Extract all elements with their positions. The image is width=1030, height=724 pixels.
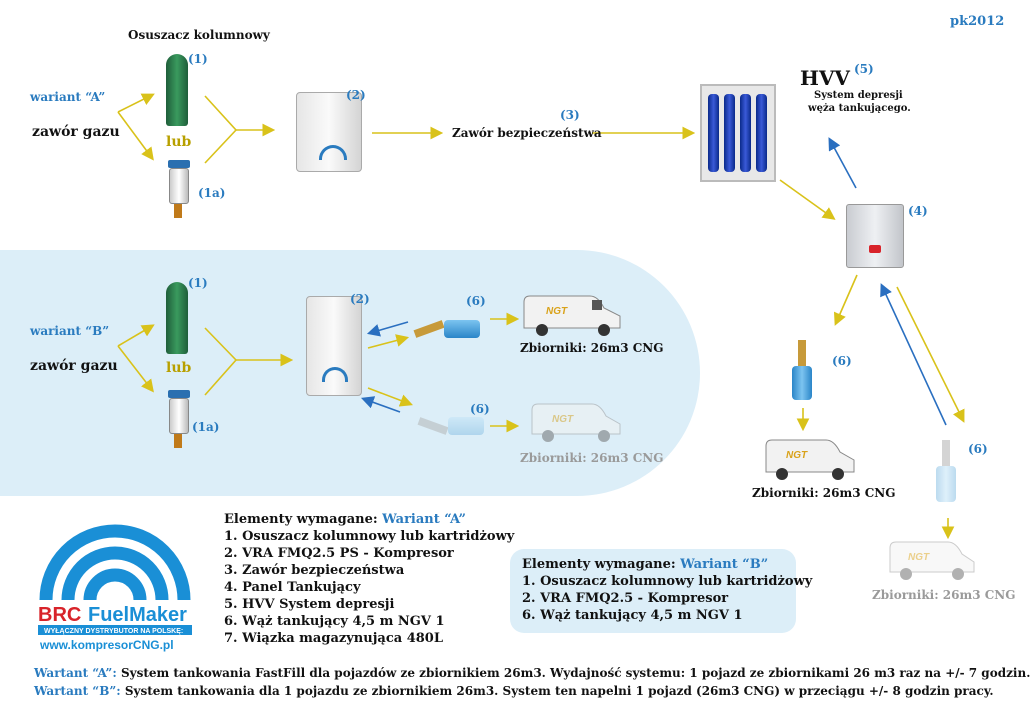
- variant-b-label: wariant “B”: [30, 324, 110, 338]
- variant-a-label: wariant “A”: [30, 90, 106, 104]
- arrow-b-to-dryer: [117, 324, 155, 347]
- list-a-item: 5. HVV System depresji: [224, 597, 395, 612]
- list-a-item: 4. Panel Tankujący: [224, 580, 361, 595]
- arrow-panel-to-hvv: [828, 137, 857, 189]
- footer-variant-b: Wartant “B”: System tankowania dla 1 poj…: [34, 684, 994, 698]
- gas-valve-a-label: zawór gazu: [32, 124, 120, 140]
- van-r1-icon: NGT: [765, 439, 855, 480]
- hose-b2-number: (6): [470, 402, 490, 416]
- page-tag: pk2012: [950, 14, 1005, 29]
- footer-a-label: Wartant “A”:: [34, 666, 117, 680]
- cartridge-b-valve-icon: [174, 434, 182, 448]
- hose-r1-icon: [790, 340, 814, 404]
- tank-r2-label: Zbiorniki: 26m3 CNG: [872, 588, 1016, 602]
- compressor-a-number: (2): [346, 88, 366, 102]
- panel-number: (4): [908, 204, 928, 218]
- brc-fuelmaker-logo: BRC FuelMaker WYŁĄCZNY DYSTRYBUTOR NA PO…: [38, 524, 192, 652]
- variant-b-list-box: [510, 549, 796, 633]
- or-b-label: lub: [166, 360, 192, 376]
- hose-b2-icon: [417, 415, 494, 437]
- list-a-title: Elementy wymagane:: [224, 512, 383, 527]
- van-b2-logo: NGT: [552, 414, 574, 425]
- list-b-item: 1. Osuszacz kolumnowy lub kartridżowy: [522, 574, 813, 589]
- hvv-desc-1: System depresji: [814, 90, 903, 101]
- or-a-label: lub: [166, 134, 192, 150]
- arrow-b-comp-to-hose2: [367, 387, 413, 407]
- van-r2-logo: NGT: [908, 552, 930, 563]
- list-a-item: 3. Zawór bezpieczeństwa: [224, 563, 405, 578]
- arrow-b-merge: [204, 327, 238, 396]
- footer-b-text: System tankowania dla 1 pojazdu ze zbior…: [120, 684, 994, 698]
- dryer-title: Osuszacz kolumnowy: [128, 28, 270, 42]
- logo-url: www.kompresorCNG.pl: [39, 638, 174, 652]
- van-b2-icon: NGT: [531, 403, 621, 442]
- arrow-panel-to-hose2: [896, 286, 965, 423]
- required-list-a: Elementy wymagane: Wariant “A” 1. Osusza…: [224, 511, 514, 647]
- dryer-a-number: (1): [188, 52, 208, 66]
- footer-variant-a: Wartant “A”: System tankowania FastFill …: [34, 666, 1030, 680]
- required-list-b: Elementy wymagane: Wariant “B” 1. Osusza…: [522, 556, 812, 624]
- arrow-return-to-panel: [880, 283, 947, 426]
- tank-r1-label: Zbiorniki: 26m3 CNG: [752, 486, 896, 500]
- cartridge-b-cap-icon: [168, 390, 190, 398]
- logo-brand-1: BRC: [38, 604, 81, 626]
- list-b-item: 6. Wąż tankujący 4,5 m NGV 1: [522, 608, 743, 623]
- logo-tagline: WYŁĄCZNY DYSTRYBUTOR NA POLSKĘ:: [44, 628, 183, 635]
- footer-b-label: Wartant “B”:: [34, 684, 121, 698]
- cartridge-a-cap-icon: [168, 160, 190, 168]
- cartridge-b-number: (1a): [192, 420, 220, 434]
- dryer-b-number: (1): [188, 276, 208, 290]
- footer-a-text: System tankowania FastFill dla pojazdów …: [116, 666, 1030, 680]
- cartridge-dryer-b-icon: [169, 398, 189, 434]
- hvv-desc-2: węża tankującego.: [808, 103, 911, 114]
- hose-r2-number: (6): [968, 442, 988, 456]
- hose-b1-icon: [413, 318, 490, 340]
- compressor-b-icon: [306, 296, 362, 396]
- tank-b2-label: Zbiorniki: 26m3 CNG: [520, 451, 664, 465]
- list-b-title: Elementy wymagane:: [522, 557, 681, 572]
- van-b1-icon: NGT: [523, 295, 621, 336]
- hvv-title: HVV: [800, 66, 850, 90]
- list-b-item: 2. VRA FMQ2.5 - Kompresor: [522, 591, 729, 606]
- cartridge-a-number: (1a): [198, 186, 226, 200]
- van-r1-logo: NGT: [786, 450, 808, 461]
- logo-brand-2: FuelMaker: [88, 604, 187, 626]
- arrow-a-to-dryer: [117, 93, 155, 113]
- column-dryer-a-icon: [166, 54, 188, 126]
- cartridge-dryer-a-icon: [169, 168, 189, 204]
- compressor-a-icon: [296, 92, 362, 172]
- arrow-panel-to-hose: [833, 274, 858, 326]
- arrow-b-return2: [360, 396, 401, 413]
- list-b-variant: Wariant “B”: [680, 557, 769, 572]
- arrow-a-merge: [204, 95, 238, 164]
- arrow-b-to-cartridge: [117, 345, 154, 393]
- van-r2-icon: NGT: [889, 541, 975, 580]
- list-a-item: 6. Wąż tankujący 4,5 m NGV 1: [224, 614, 445, 629]
- list-a-variant: Wariant “A”: [382, 512, 466, 527]
- hvv-number: (5): [854, 62, 874, 76]
- hose-b1-number: (6): [466, 294, 486, 308]
- hose-r2-icon: [934, 440, 958, 506]
- compressor-b-number: (2): [350, 292, 370, 306]
- fuel-panel-icon: [846, 204, 904, 268]
- tank-b1-label: Zbiorniki: 26m3 CNG: [520, 341, 664, 355]
- hose-r1-number: (6): [832, 354, 852, 368]
- arrow-a-to-cartridge: [117, 111, 154, 161]
- storage-bundle-icon: [700, 84, 776, 182]
- arrow-b-comp-to-hose: [367, 334, 410, 349]
- list-a-item: 2. VRA FMQ2.5 PS - Kompresor: [224, 546, 454, 561]
- column-dryer-b-icon: [166, 282, 188, 354]
- arrow-storage-to-panel: [779, 179, 836, 220]
- valve-number: (3): [560, 108, 580, 122]
- list-a-item: 7. Wiązka magazynująca 480L: [224, 631, 443, 646]
- arrow-b-return: [366, 321, 409, 337]
- list-a-item: 1. Osuszacz kolumnowy lub kartridżowy: [224, 529, 515, 544]
- cartridge-a-valve-icon: [174, 204, 182, 218]
- van-b1-logo: NGT: [546, 306, 568, 317]
- gas-valve-b-label: zawór gazu: [30, 358, 118, 374]
- safety-valve-label: Zawór bezpieczeństwa: [452, 126, 602, 140]
